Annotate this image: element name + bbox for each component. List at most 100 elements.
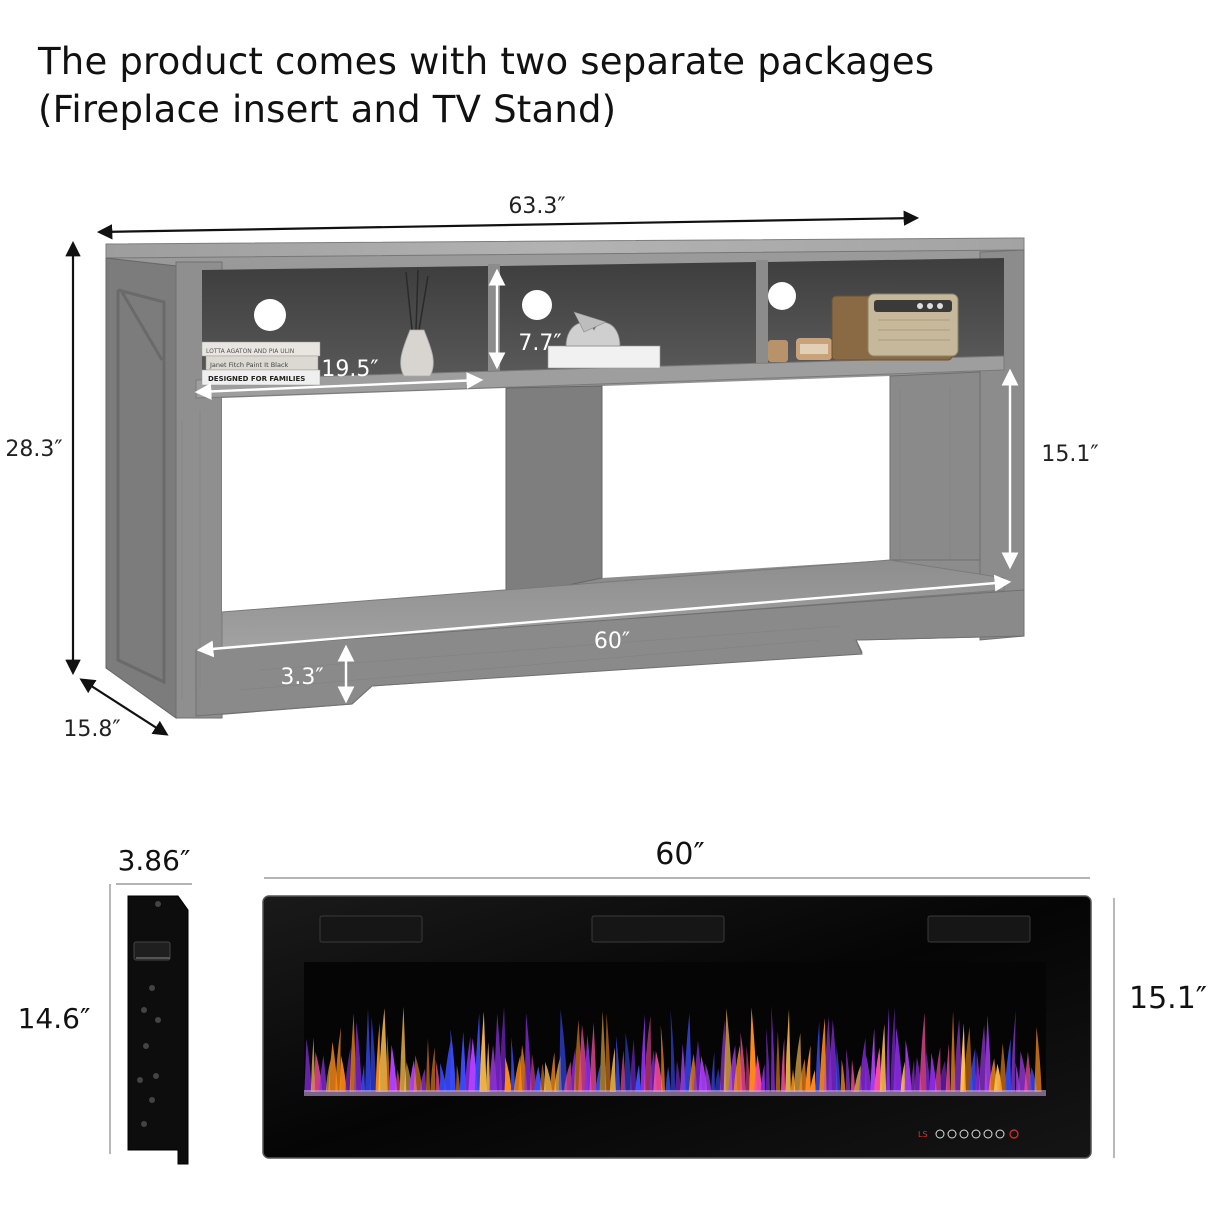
page-title: The product comes with two separate pack… — [38, 38, 934, 134]
spools — [768, 338, 832, 362]
control-button-6 — [995, 1129, 1005, 1139]
flame — [620, 1050, 626, 1092]
flame — [925, 1051, 931, 1092]
flame — [344, 1047, 352, 1092]
shelf-height-label: 7.7″ — [518, 331, 561, 356]
book-spine-3: DESIGNED FOR FAMILIES — [208, 375, 305, 383]
flame — [815, 1021, 821, 1092]
flame — [455, 1064, 461, 1092]
flame — [953, 1018, 963, 1092]
flame — [885, 1007, 891, 1092]
flame — [859, 1037, 867, 1092]
flame — [425, 1038, 431, 1092]
flame — [365, 1008, 371, 1092]
base-clearance-label: 3.3″ — [280, 665, 323, 690]
flame — [950, 1011, 956, 1092]
flame — [745, 1045, 751, 1092]
flame — [595, 1064, 601, 1092]
flame — [760, 1063, 766, 1092]
flame — [780, 1038, 786, 1092]
flame — [835, 1045, 841, 1092]
flame — [893, 1027, 903, 1092]
center-post — [505, 385, 603, 599]
flame — [430, 1047, 436, 1092]
flame — [910, 1059, 916, 1092]
control-ls-label: LS — [918, 1130, 928, 1139]
flame — [798, 1058, 808, 1092]
flame — [533, 1066, 543, 1092]
flame — [704, 1063, 712, 1092]
flame — [785, 1009, 791, 1092]
flame — [629, 1038, 637, 1092]
flame — [318, 1054, 328, 1092]
control-button-4 — [971, 1129, 981, 1139]
flame — [999, 1042, 1007, 1092]
flame — [698, 1055, 708, 1092]
flame — [349, 1013, 357, 1092]
flame — [864, 1054, 872, 1092]
flame — [670, 1009, 676, 1092]
flame — [723, 1008, 733, 1092]
vase — [400, 269, 434, 377]
fireplace-side-view — [127, 895, 189, 1165]
flame — [840, 1059, 846, 1092]
flame — [984, 1015, 992, 1092]
flame — [499, 1006, 507, 1092]
flame — [714, 1068, 722, 1092]
flame — [524, 1012, 532, 1092]
flame — [435, 1059, 441, 1092]
control-panel: LS — [918, 1129, 1019, 1139]
flame — [378, 1008, 388, 1092]
flame — [599, 1010, 607, 1092]
flame — [339, 1055, 347, 1092]
flame — [450, 1029, 456, 1092]
flame — [504, 1057, 512, 1092]
flame — [1004, 1038, 1012, 1092]
flame — [1034, 1026, 1042, 1092]
flame — [749, 1007, 757, 1092]
lower-opening-left — [222, 388, 506, 612]
flame — [969, 1047, 977, 1092]
fireplace-width-label: 60″ — [655, 837, 704, 872]
flame — [710, 1051, 716, 1092]
title-line-1: The product comes with two separate pack… — [38, 40, 935, 83]
flame — [828, 1019, 838, 1092]
flame — [413, 1055, 423, 1092]
flame — [635, 1064, 641, 1092]
flame — [793, 1032, 803, 1092]
flame — [485, 1041, 491, 1092]
lower-opening-right — [602, 376, 890, 578]
flame — [549, 1052, 557, 1092]
flame — [934, 1047, 942, 1092]
flame — [945, 1043, 951, 1092]
flame — [510, 1037, 516, 1092]
stand-width-label: 63.3″ — [508, 194, 565, 219]
flame — [388, 1044, 398, 1092]
fireplace-side-height-label: 14.6″ — [18, 1002, 91, 1035]
flame — [443, 1041, 453, 1092]
flame — [385, 1034, 391, 1092]
sculpture — [547, 311, 661, 369]
flame — [770, 1006, 776, 1092]
flame — [660, 1024, 666, 1092]
control-button-3 — [959, 1129, 969, 1139]
flame — [810, 1069, 816, 1092]
flame — [304, 1038, 312, 1092]
fireplace-front-dimensions: 60″ 15.1″ — [264, 837, 1207, 1158]
flame — [328, 1041, 338, 1092]
flame — [775, 1030, 781, 1092]
cable-hole-1 — [254, 299, 286, 331]
cable-hole-2 — [522, 290, 552, 320]
flame — [963, 1026, 973, 1092]
flame — [584, 1034, 592, 1092]
vent-right — [927, 915, 1031, 943]
flame — [369, 1016, 377, 1092]
flame — [310, 1037, 316, 1092]
flame — [474, 1013, 482, 1092]
flame — [675, 1060, 681, 1092]
flame — [665, 1066, 671, 1092]
flame — [604, 1013, 612, 1092]
flame — [765, 1028, 771, 1092]
vent-center — [591, 915, 725, 943]
